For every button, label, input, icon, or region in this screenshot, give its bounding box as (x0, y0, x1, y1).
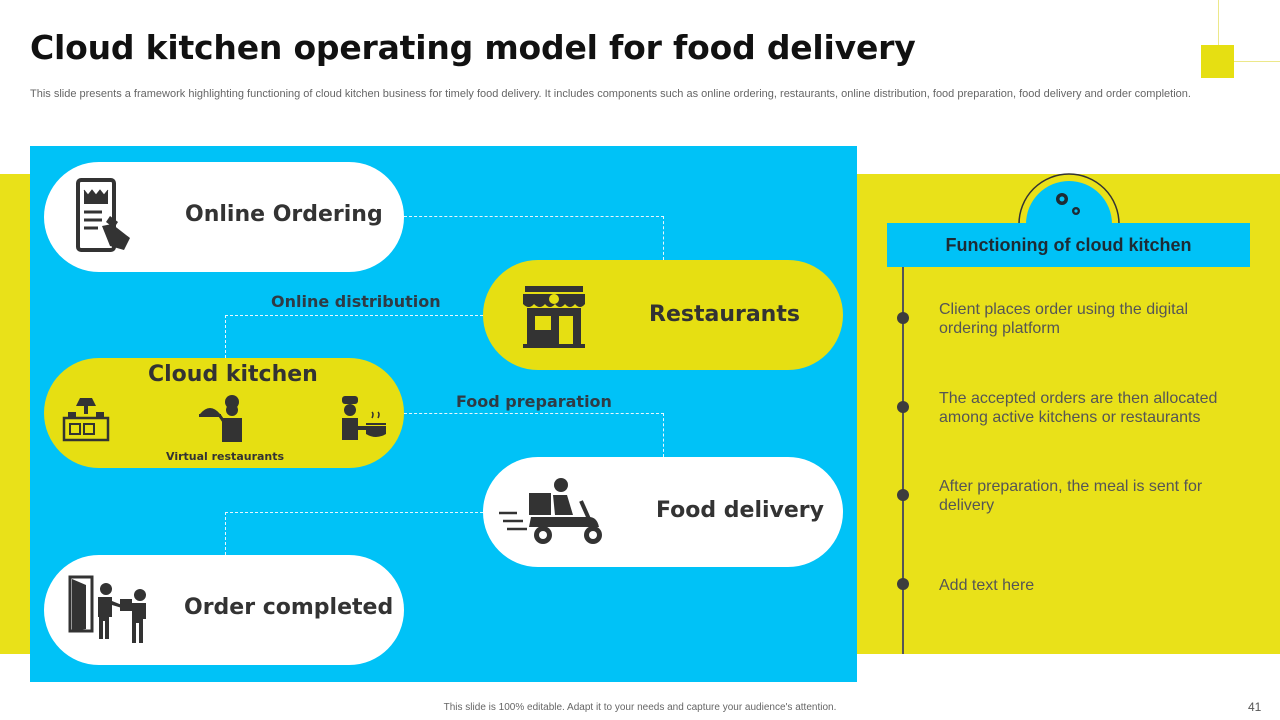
restaurant-storefront-icon (523, 286, 585, 348)
kitchen-stove-icon (62, 398, 110, 442)
chef-serving-icon (199, 395, 242, 442)
timeline-dot (897, 578, 909, 590)
label-food-preparation: Food preparation (456, 392, 612, 411)
corner-line-horizontal (1218, 61, 1280, 62)
corner-line-vertical (1218, 0, 1219, 62)
chef-cooking-icon (342, 396, 386, 440)
connector-line (663, 413, 664, 457)
corner-square (1201, 45, 1234, 78)
connector-line (225, 315, 226, 358)
timeline-line (902, 267, 904, 654)
timeline-dot (897, 401, 909, 413)
footer-note: This slide is 100% editable. Adapt it to… (443, 702, 837, 713)
order-completed-label: Order completed (184, 595, 394, 620)
connector-line (225, 512, 483, 513)
restaurants-node: Restaurants (483, 260, 843, 370)
mobile-order-icon (76, 178, 130, 252)
connector-line (225, 315, 483, 316)
step-2-text: The accepted orders are then allocated a… (939, 390, 1218, 426)
online-ordering-label: Online Ordering (185, 202, 383, 227)
food-delivery-label: Food delivery (656, 498, 824, 523)
delivery-scooter-icon (499, 478, 602, 544)
food-delivery-node: Food delivery (483, 457, 843, 567)
online-ordering-node: Online Ordering (44, 162, 404, 272)
label-online-distribution: Online distribution (271, 292, 441, 311)
page-number: 41 (1248, 700, 1262, 714)
step-1-text: Client places order using the digital or… (939, 301, 1189, 337)
slide-title: Cloud kitchen operating model for food d… (30, 28, 916, 67)
connector-line (404, 413, 664, 414)
timeline-dot (897, 489, 909, 501)
gears-icon (1056, 193, 1080, 215)
cloud-kitchen-label: Cloud kitchen (148, 362, 318, 387)
step-4-text: Add text here (939, 577, 1035, 594)
connector-line (404, 216, 664, 217)
cloud-kitchen-node: Cloud kitchen Virtual restaurants (44, 358, 404, 468)
restaurants-label: Restaurants (649, 302, 800, 327)
gears-badge (1018, 173, 1120, 225)
timeline-dot (897, 312, 909, 324)
order-completed-node: Order completed (44, 555, 404, 665)
step-3-text: After preparation, the meal is sent for … (939, 478, 1203, 514)
slide-subtitle: This slide presents a framework highligh… (30, 88, 1191, 100)
functioning-heading: Functioning of cloud kitchen (887, 223, 1250, 267)
connector-line (225, 512, 226, 555)
order-handover-icon (68, 575, 146, 643)
virtual-restaurants-label: Virtual restaurants (166, 450, 285, 463)
connector-line (663, 216, 664, 260)
